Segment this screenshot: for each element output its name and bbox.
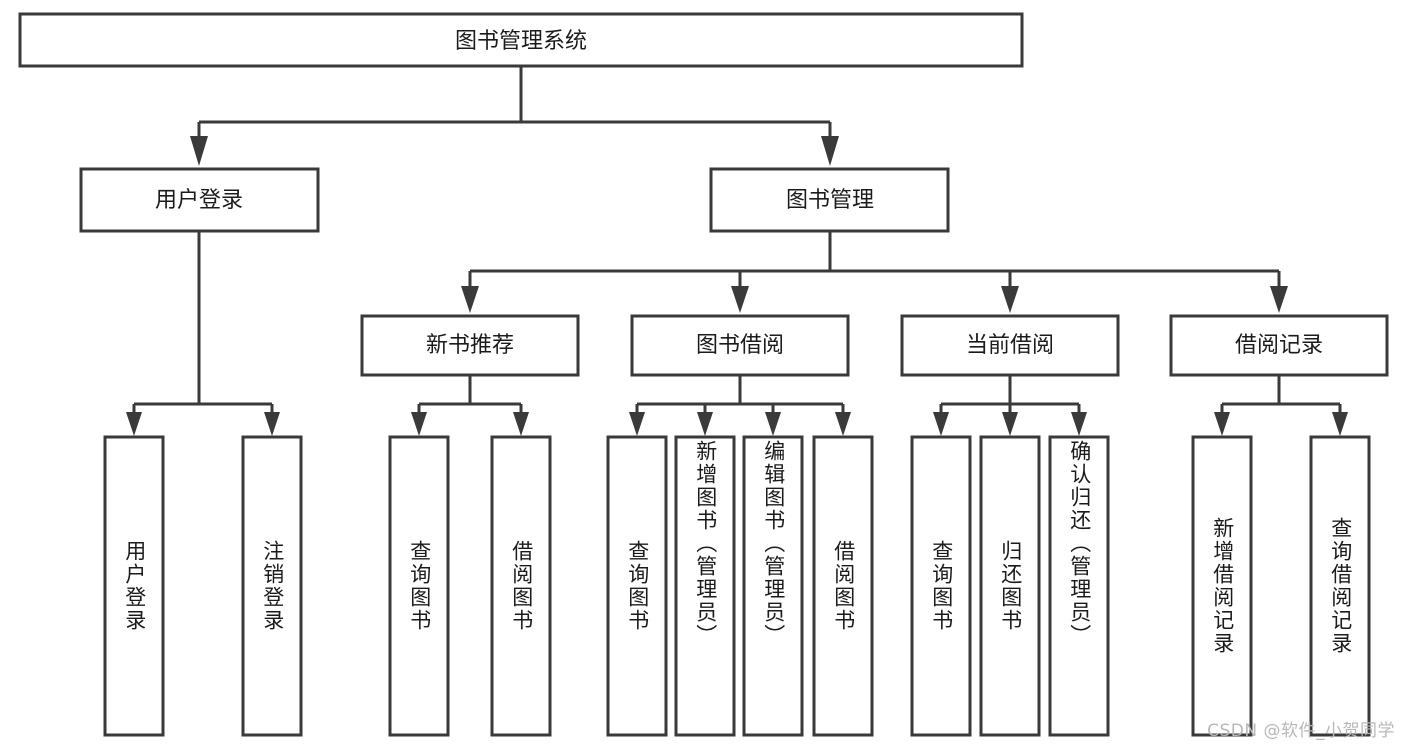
- node-new-book-recommend[interactable]: 新书推荐: [360, 314, 580, 377]
- node-label-borrow-record: 借阅记录: [1235, 333, 1323, 358]
- node-user-login[interactable]: 用户登录: [79, 167, 320, 233]
- arrow-head-leaf-add-book: [697, 412, 713, 436]
- arrow-head-leaf-query-book-3: [933, 412, 949, 436]
- arrow-head-leaf-borrow-book-2: [835, 412, 851, 436]
- node-box-current-borrow[interactable]: [900, 314, 1120, 377]
- arrow-head-book-borrow: [731, 286, 749, 313]
- node-label-book-management: 图书管理: [786, 188, 874, 213]
- watermark-text: CSDN @软件_小贺同学: [1207, 721, 1395, 741]
- connector-group-book-management: [461, 231, 1288, 313]
- node-root[interactable]: 图书管理系统: [18, 12, 1024, 68]
- node-label-root: 图书管理系统: [455, 29, 587, 54]
- connector-group-current-borrow: [933, 375, 1087, 436]
- arrow-head-leaf-edit-book: [765, 412, 781, 436]
- arrow-head-leaf-confirm-return: [1071, 412, 1087, 436]
- connector-group-root: [190, 66, 839, 166]
- arrow-head-leaf-logout-login: [264, 412, 280, 436]
- node-box-book-management[interactable]: [709, 167, 950, 233]
- arrow-head-leaf-borrow-book-1: [513, 412, 529, 436]
- arrow-head-book-management: [821, 136, 839, 166]
- node-label-user-login: 用户登录: [155, 188, 243, 213]
- node-box-leaf-borrow-book-2[interactable]: [812, 435, 874, 737]
- node-box-leaf-return-book[interactable]: [979, 435, 1041, 737]
- arrow-head-leaf-user-login: [126, 412, 142, 436]
- node-box-leaf-user-login[interactable]: [103, 435, 165, 737]
- node-book-borrow[interactable]: 图书借阅: [630, 314, 850, 377]
- node-label-current-borrow: 当前借阅: [966, 333, 1054, 358]
- node-label-book-borrow: 图书借阅: [696, 333, 784, 358]
- node-box-borrow-record[interactable]: [1169, 314, 1389, 377]
- node-box-leaf-add-book[interactable]: [674, 435, 736, 737]
- arrow-head-leaf-query-book-1: [411, 412, 427, 436]
- arrow-head-user-login: [190, 136, 208, 166]
- node-box-leaf-edit-book[interactable]: [742, 435, 804, 737]
- arrow-head-leaf-add-record: [1214, 412, 1230, 436]
- node-box-leaf-confirm-return[interactable]: [1048, 435, 1110, 737]
- connector-group-borrow-record: [1214, 375, 1348, 436]
- node-box-leaf-query-record[interactable]: [1309, 435, 1371, 737]
- node-box-leaf-query-book-2[interactable]: [606, 435, 668, 737]
- arrow-head-leaf-query-record: [1332, 412, 1348, 436]
- node-box-root[interactable]: [18, 12, 1024, 68]
- node-box-book-borrow[interactable]: [630, 314, 850, 377]
- connector-group-user-login: [126, 231, 280, 436]
- node-current-borrow[interactable]: 当前借阅: [900, 314, 1120, 377]
- arrow-head-leaf-query-book-2: [629, 412, 645, 436]
- node-label-new-book-recommend: 新书推荐: [426, 333, 514, 358]
- node-box-leaf-query-book-1[interactable]: [388, 435, 450, 737]
- node-borrow-record[interactable]: 借阅记录: [1169, 314, 1389, 377]
- leaf-box-group: [103, 435, 1371, 737]
- node-box-leaf-add-record[interactable]: [1191, 435, 1253, 737]
- arrow-head-current-borrow: [1001, 286, 1019, 313]
- connector-group-book-borrow: [629, 375, 851, 436]
- arrow-head-new-book-recommend: [461, 286, 479, 313]
- node-book-management[interactable]: 图书管理: [709, 167, 950, 233]
- node-box-leaf-borrow-book-1[interactable]: [490, 435, 552, 737]
- node-box-leaf-query-book-3[interactable]: [910, 435, 972, 737]
- arrow-head-borrow-record: [1270, 286, 1288, 313]
- arrow-head-leaf-return-book: [1002, 412, 1018, 436]
- node-box-new-book-recommend[interactable]: [360, 314, 580, 377]
- connector-group-new-book-recommend: [411, 375, 529, 436]
- node-box-leaf-logout-login[interactable]: [241, 435, 303, 737]
